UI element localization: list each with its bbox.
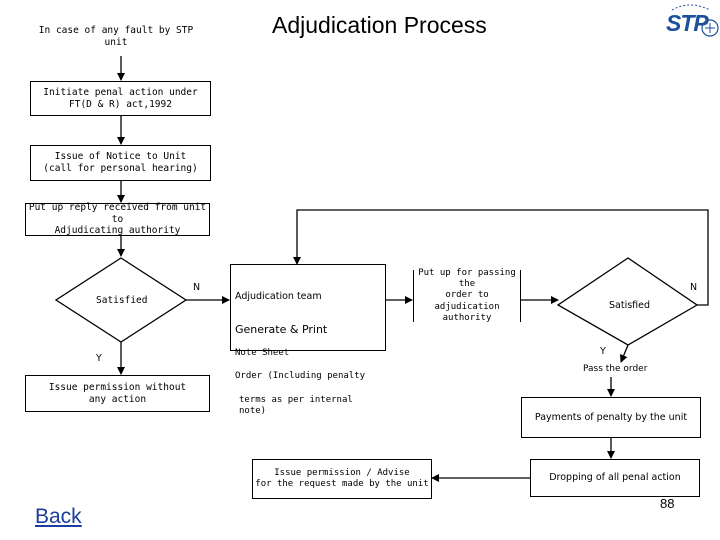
node-dropping: Dropping of all penal action bbox=[530, 459, 700, 497]
node-issue-permission: Issue permission without any action bbox=[25, 375, 210, 412]
label-y-left: Y bbox=[96, 353, 102, 364]
page-title: Adjudication Process bbox=[272, 12, 487, 38]
label-n-left: N bbox=[193, 282, 201, 293]
node-pass-order: Pass the order bbox=[583, 364, 648, 374]
order-label: Order (Including penalty bbox=[235, 371, 366, 382]
arrow-loop-back bbox=[293, 209, 709, 306]
node-payments: Payments of penalty by the unit bbox=[521, 397, 701, 438]
node-notice: Issue of Notice to Unit (call for person… bbox=[30, 145, 211, 181]
arrow-satisfiedright-pass bbox=[619, 344, 629, 363]
note-sheet-label: Note Sheet bbox=[235, 348, 290, 359]
page-number: 88 bbox=[660, 496, 675, 511]
label-y-right: Y bbox=[600, 346, 606, 357]
back-link[interactable]: Back bbox=[35, 505, 82, 528]
node-reply: Put up reply received from unit to Adjud… bbox=[25, 202, 210, 236]
node-adjudication-team: Adjudication team Generate & Print Note … bbox=[230, 264, 386, 416]
logo-text: STP bbox=[666, 10, 709, 36]
order-terms-label: terms as per internal note) bbox=[239, 394, 353, 416]
stp-logo-icon bbox=[671, 4, 719, 37]
node-satisfied-left: Satisfied bbox=[96, 295, 148, 306]
node-put-up: Put up for passing the order to adjudica… bbox=[413, 268, 521, 323]
generate-print-label: Generate & Print bbox=[235, 322, 328, 336]
node-satisfied-right: Satisfied bbox=[609, 300, 651, 311]
node-fault: In case of any fault by STP unit bbox=[30, 17, 202, 56]
label-n-right: N bbox=[690, 282, 698, 293]
node-initiate: Initiate penal action under FT(D & R) ac… bbox=[30, 81, 211, 116]
node-issue-advise: Issue permission / Advise for the reques… bbox=[252, 459, 432, 499]
adj-team-label: Adjudication team bbox=[235, 290, 322, 302]
